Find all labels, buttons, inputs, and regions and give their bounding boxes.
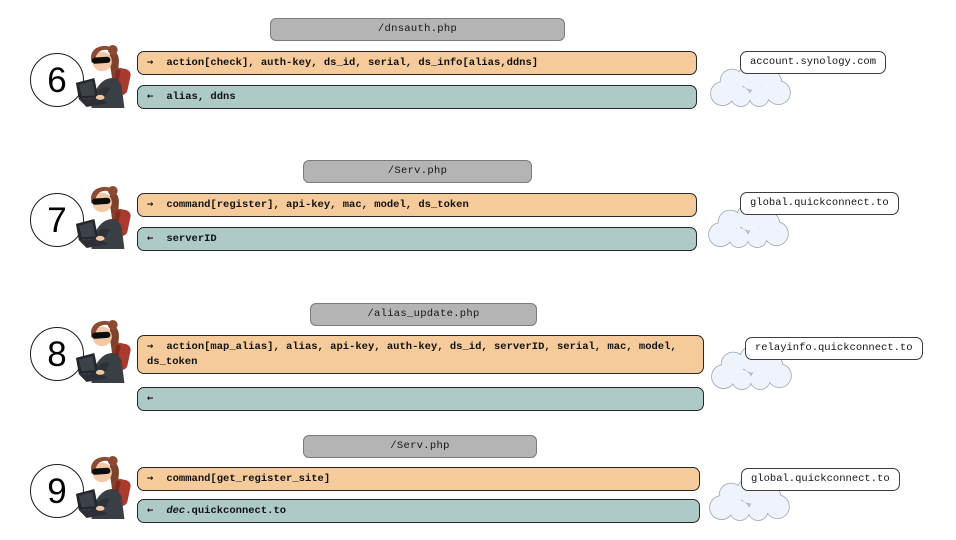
attacker-icon: [75, 186, 132, 250]
left-arrow-icon: ←: [147, 232, 154, 244]
request-box: →action[map_alias], alias, api-key, auth…: [137, 335, 704, 374]
attacker-icon: [75, 456, 132, 520]
left-arrow-icon: ←: [147, 90, 154, 102]
host-label: account.synology.com: [740, 51, 887, 74]
request-params: command[get_register_site]: [166, 473, 331, 485]
response-box: ← dec.quickconnect.to: [137, 499, 700, 523]
response-params: alias, ddns: [166, 91, 236, 103]
request-box: → action[check], auth-key, ds_id, serial,…: [137, 51, 697, 75]
host-label: global.quickconnect.to: [741, 468, 900, 491]
host-label: global.quickconnect.to: [740, 192, 899, 215]
endpoint-pill: /alias_update.php: [310, 303, 537, 326]
response-em: dec: [166, 505, 186, 517]
right-arrow-icon: →: [147, 56, 154, 68]
response-box: ← serverID: [137, 227, 697, 251]
step-number: 6: [47, 60, 67, 100]
right-arrow-icon: →: [147, 198, 154, 210]
request-params: action[check], auth-key, ds_id, serial, …: [166, 57, 539, 69]
request-params: action[map_alias], alias, api-key, auth-…: [147, 341, 677, 368]
step-number-badge: 9: [30, 464, 84, 518]
left-arrow-icon: ←: [147, 392, 154, 404]
host-label: relayinfo.quickconnect.to: [745, 337, 923, 360]
right-arrow-icon: →: [147, 340, 154, 352]
response-box: ←: [137, 387, 704, 411]
step-number-badge: 7: [30, 193, 84, 247]
left-arrow-icon: ←: [147, 504, 154, 516]
attacker-icon: [75, 45, 132, 109]
step-number: 7: [47, 200, 67, 240]
step-number-badge: 8: [30, 327, 84, 381]
response-params: serverID: [166, 233, 217, 245]
request-box: → command[register], api-key, mac, model,…: [137, 193, 697, 217]
step-number-badge: 6: [30, 53, 84, 107]
step-number: 9: [47, 471, 67, 511]
request-params: command[register], api-key, mac, model, …: [166, 199, 469, 211]
right-arrow-icon: →: [147, 472, 154, 484]
endpoint-pill: /dnsauth.php: [270, 18, 565, 41]
response-box: ← alias, ddns: [137, 85, 697, 109]
attacker-icon: [75, 320, 132, 384]
step-number: 8: [47, 334, 67, 374]
request-box: → command[get_register_site]: [137, 467, 700, 491]
endpoint-pill: /Serv.php: [303, 435, 537, 458]
response-params: .quickconnect.to: [185, 505, 287, 517]
endpoint-pill: /Serv.php: [303, 160, 532, 183]
